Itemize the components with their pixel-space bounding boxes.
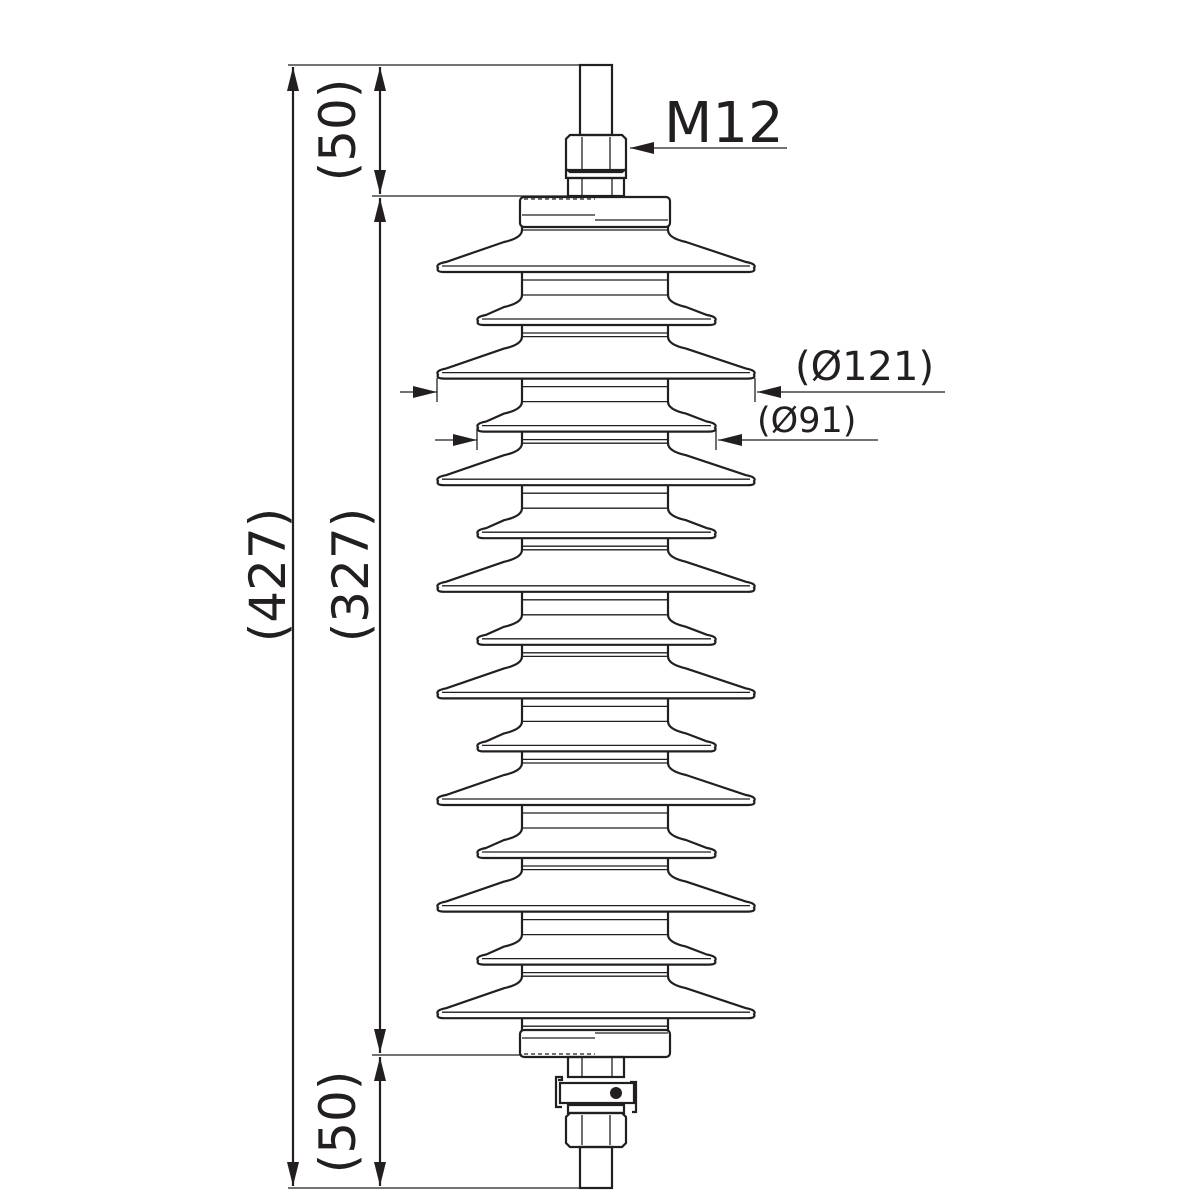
extension-lines xyxy=(288,64,580,1189)
bottom-nut xyxy=(566,1055,626,1079)
small-shed xyxy=(476,934,717,966)
bottom-terminal-dimension: (50) xyxy=(309,1071,367,1174)
large-shed xyxy=(436,656,756,700)
small-shed xyxy=(476,614,717,646)
arrester-housing xyxy=(436,227,756,1030)
top-terminal xyxy=(564,63,628,198)
large-shed xyxy=(436,976,756,1020)
small-shed xyxy=(476,508,717,540)
large-shed xyxy=(436,443,756,487)
top-lock-nut xyxy=(566,176,626,198)
large-shed-diameter-label: (Ø121) xyxy=(795,344,934,390)
top-end-cap xyxy=(518,195,672,229)
thread-label: M12 xyxy=(664,91,784,156)
total-height-dimension: (427) xyxy=(239,508,297,642)
dimension-lines xyxy=(287,67,386,1186)
ground-bracket xyxy=(558,1081,636,1105)
top-terminal-dimension: (50) xyxy=(309,79,367,182)
small-shed xyxy=(476,401,717,433)
bottom-end-cap xyxy=(518,1028,672,1059)
bottom-stud xyxy=(578,1145,614,1190)
body-height-dimension: (327) xyxy=(322,508,380,642)
large-shed xyxy=(436,229,756,274)
large-shed xyxy=(436,549,756,593)
top-stud xyxy=(578,63,614,137)
bracket-bolt xyxy=(610,1087,622,1099)
large-shed xyxy=(436,762,756,807)
bottom-lock-nut xyxy=(564,1111,628,1149)
large-shed xyxy=(436,869,756,913)
bottom-terminal xyxy=(554,1055,638,1190)
small-shed xyxy=(476,827,717,860)
top-nut xyxy=(564,133,628,174)
small-shed xyxy=(476,294,717,327)
large-shed xyxy=(436,336,756,380)
small-shed xyxy=(476,721,717,753)
small-shed-diameter-label: (Ø91) xyxy=(757,401,856,441)
